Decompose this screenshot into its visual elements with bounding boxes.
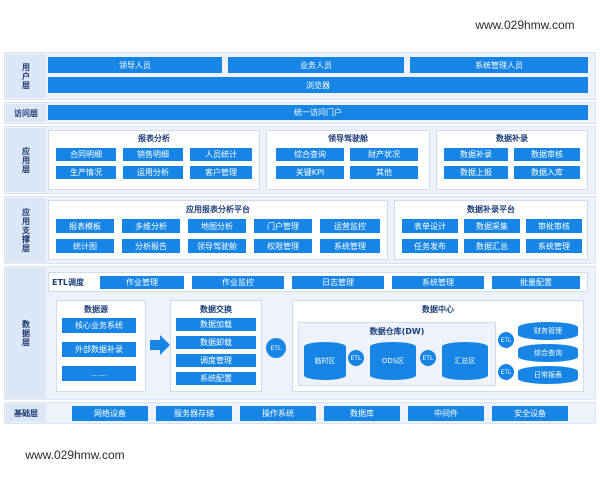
exchange-data-unload: 数据卸载 — [176, 336, 256, 349]
sup-item-analysis-report: 分析报告 — [122, 239, 180, 253]
supplement-platform-title: 数据补录平台 — [467, 205, 515, 214]
etl-system-mgmt: 系统管理 — [392, 276, 484, 289]
sup-item-leader-cockpit: 领导驾驶舱 — [188, 239, 246, 253]
zone-summary: 汇总区 — [442, 342, 488, 380]
app-item-production: 生产情况 — [56, 166, 116, 179]
sup-item-stat-chart: 统计图 — [56, 239, 114, 253]
mart-query: 综合查询 — [518, 344, 578, 362]
exchange-system-config: 系统配置 — [176, 372, 256, 385]
arrow-head-1 — [160, 335, 170, 355]
watermark-bottom: www.029hmw.com — [10, 442, 140, 468]
sup-item-data-collect: 数据采集 — [464, 219, 520, 233]
sup-item-system-mgmt-2: 系统管理 — [526, 239, 582, 253]
user-layer-label: 用户层 — [6, 54, 46, 98]
source-core-system: 核心业务系统 — [62, 318, 136, 333]
unified-portal-bar: 统一访问门户 — [48, 105, 588, 120]
etl-log-mgmt: 日志管理 — [292, 276, 384, 289]
sup-item-map-analysis: 地图分析 — [188, 219, 246, 233]
etl-tag-4: ETL — [498, 332, 514, 348]
source-external-supplement: 外部数据补录 — [62, 342, 136, 357]
base-security: 安全设备 — [492, 406, 568, 421]
leader-cockpit-title: 领导驾驶舱 — [328, 134, 368, 143]
app-item-staff-stats: 人员统计 — [190, 148, 252, 161]
app-item-data-ingest: 数据入库 — [514, 166, 580, 179]
data-layer-label: 数据层 — [6, 268, 46, 398]
exchange-data-load: 数据加载 — [176, 318, 256, 331]
support-layer-label: 应用支撑层 — [6, 198, 46, 262]
mart-daily-report: 日常报表 — [518, 366, 578, 384]
base-middleware: 中间件 — [408, 406, 484, 421]
data-supplement-title: 数据补录 — [496, 134, 528, 143]
base-server-storage: 服务器存储 — [156, 406, 232, 421]
sup-item-multidim: 多维分析 — [122, 219, 180, 233]
app-layer-label: 应用层 — [6, 128, 46, 192]
app-item-usage-analysis: 运用分析 — [123, 166, 183, 179]
app-item-customer-mgmt: 客户管理 — [190, 166, 252, 179]
sup-item-data-summary: 数据汇总 — [464, 239, 520, 253]
sup-item-task-publish: 任务发布 — [402, 239, 458, 253]
data-center-title: 数据中心 — [422, 305, 454, 314]
etl-batch-config: 批量配置 — [492, 276, 580, 289]
base-layer-label: 基础层 — [6, 404, 46, 422]
app-item-data-report: 数据上报 — [444, 166, 508, 179]
base-network: 网络设备 — [72, 406, 148, 421]
mart-finance: 财务管理 — [518, 322, 578, 340]
app-item-data-supplement: 数据补录 — [444, 148, 508, 161]
etl-job-mgmt: 作业管理 — [100, 276, 184, 289]
sup-item-form-design: 表单设计 — [402, 219, 458, 233]
app-item-other: 其他 — [350, 166, 418, 179]
app-item-sales-detail: 销售明细 — [123, 148, 183, 161]
etl-tag-3: ETL — [420, 350, 436, 366]
sup-item-report-template: 报表模板 — [56, 219, 114, 233]
data-warehouse-title: 数据仓库(DW) — [369, 327, 425, 336]
etl-job-monitor: 作业监控 — [192, 276, 284, 289]
sup-item-approval: 审批审核 — [526, 219, 582, 233]
data-source-title: 数据源 — [84, 305, 108, 314]
report-analysis-title: 报表分析 — [138, 134, 170, 143]
app-item-key-kpi: 关键KPI — [276, 166, 344, 179]
etl-tag-5: ETL — [498, 364, 514, 380]
zone-ods: ODS区 — [370, 342, 416, 380]
base-database: 数据库 — [324, 406, 400, 421]
user-leader: 领导人员 — [48, 57, 222, 73]
app-item-data-review: 数据审核 — [514, 148, 580, 161]
sup-item-ops-monitor: 运营监控 — [320, 219, 380, 233]
app-item-asset-status: 财产状况 — [350, 148, 418, 161]
access-layer-label: 访问层 — [6, 104, 46, 122]
base-os: 操作系统 — [240, 406, 316, 421]
sup-item-portal-mgmt: 门户管理 — [254, 219, 312, 233]
app-item-integrated-query: 综合查询 — [276, 148, 344, 161]
etl-tag-1: ETL — [266, 338, 286, 358]
zone-temp: 临时区 — [304, 342, 346, 380]
user-sysadmin: 系统管理人员 — [410, 57, 588, 73]
data-exchange-title: 数据交换 — [200, 305, 232, 314]
sup-item-permission-mgmt: 权限管理 — [254, 239, 312, 253]
etl-scheduling-label: ETL调度 — [52, 278, 85, 287]
source-more: …… — [62, 366, 136, 381]
exchange-schedule-mgmt: 调度管理 — [176, 354, 256, 367]
sup-item-system-mgmt: 系统管理 — [320, 239, 380, 253]
watermark-top: www.029hmw.com — [460, 12, 590, 38]
app-item-contract-detail: 合同明细 — [56, 148, 116, 161]
user-business: 业务人员 — [228, 57, 404, 73]
source-to-exchange-arrow — [150, 340, 160, 350]
browser-bar: 浏览器 — [48, 77, 588, 93]
etl-tag-2: ETL — [348, 350, 364, 366]
report-platform-title: 应用报表分析平台 — [186, 205, 250, 214]
